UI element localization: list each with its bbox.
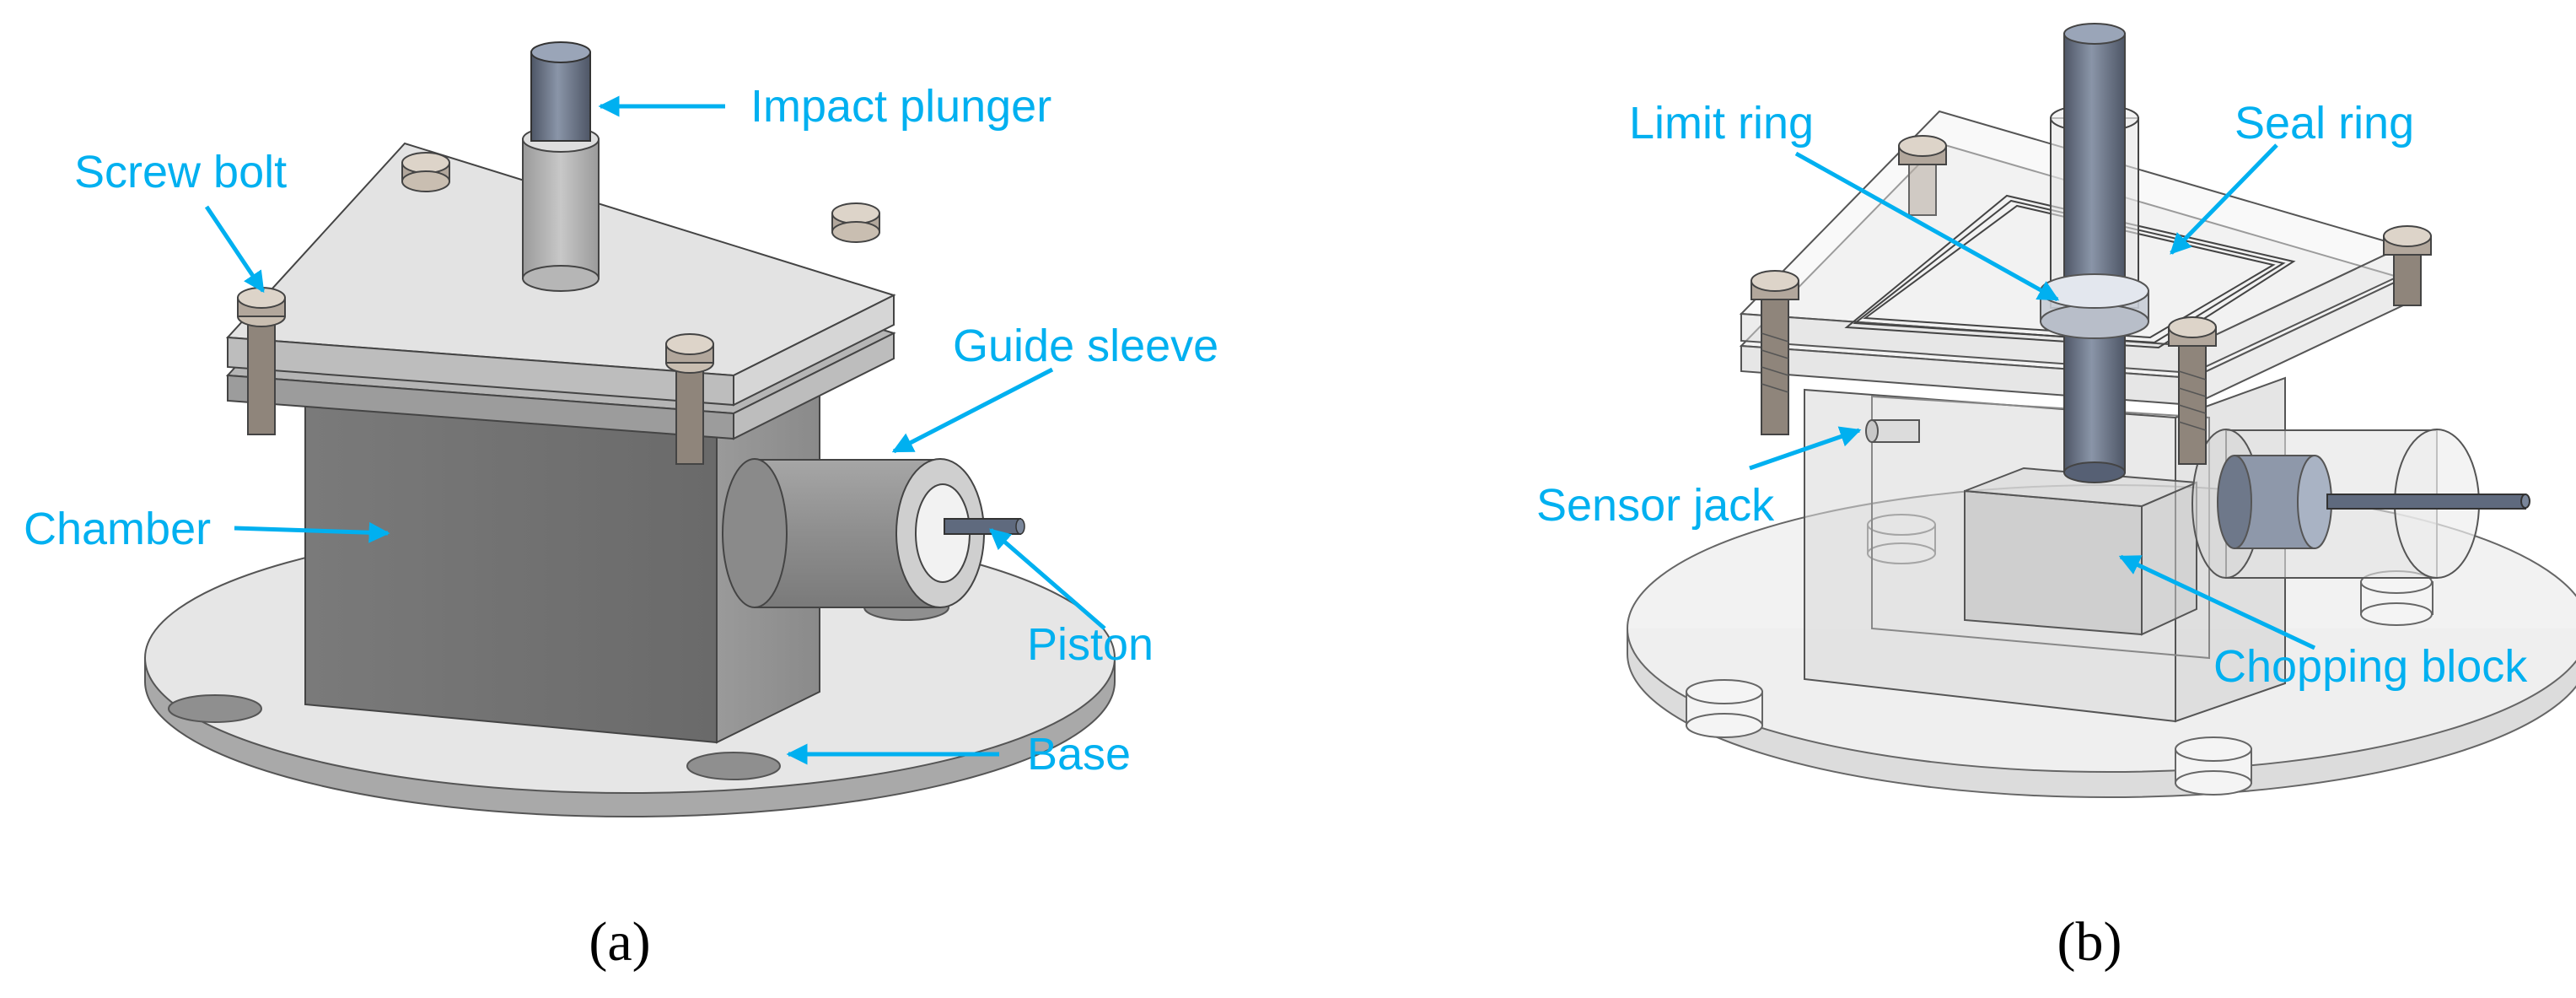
- label-guide-sleeve: Guide sleeve: [953, 321, 1218, 371]
- panel-a-illustration: [144, 41, 1116, 817]
- guide-sleeve: [722, 458, 985, 608]
- panel-a-callouts: Impact plunger Screw bolt Guide sleeve C…: [24, 81, 1218, 973]
- arrow-limit-ring: [1794, 151, 2060, 302]
- label-base: Base: [1027, 729, 1131, 780]
- arrow-screw-bolt: [204, 205, 266, 294]
- impact-plunger: [522, 41, 600, 292]
- screw-bolts: [237, 152, 880, 465]
- label-sensor-jack: Sensor jack: [1536, 480, 1775, 531]
- panel-b-callouts: Limit ring Seal ring Sensor jack Choppin…: [1536, 98, 2528, 973]
- arrow-chopping-block: [2118, 554, 2316, 650]
- piston-rod: [944, 518, 1025, 535]
- label-screw-bolt: Screw bolt: [74, 147, 287, 197]
- panel-b-illustration: [1627, 23, 2576, 798]
- arrow-sensor-jack: [1749, 426, 1862, 471]
- screw-bolts-b: [1750, 135, 2432, 465]
- arrow-seal-ring: [2170, 143, 2278, 255]
- label-seal-ring: Seal ring: [2235, 98, 2414, 148]
- label-chopping-block: Chopping block: [2213, 641, 2528, 692]
- label-impact-plunger: Impact plunger: [750, 81, 1051, 132]
- label-limit-ring: Limit ring: [1629, 98, 1814, 148]
- label-piston: Piston: [1027, 619, 1154, 670]
- guide-sleeve-transparent: [2191, 429, 2530, 579]
- chopping-block: [1964, 467, 2197, 636]
- arrow-piston: [989, 528, 1106, 630]
- panel-label-b: (b): [2057, 911, 2122, 973]
- impact-plunger-b: [2050, 23, 2139, 483]
- limit-ring: [2040, 273, 2149, 339]
- arrow-chamber: [234, 521, 390, 543]
- panel-label-a: (a): [589, 911, 650, 973]
- arrow-guide-sleeve: [891, 367, 1054, 454]
- label-chamber: Chamber: [24, 504, 211, 554]
- sensor-jack: [1865, 419, 1920, 443]
